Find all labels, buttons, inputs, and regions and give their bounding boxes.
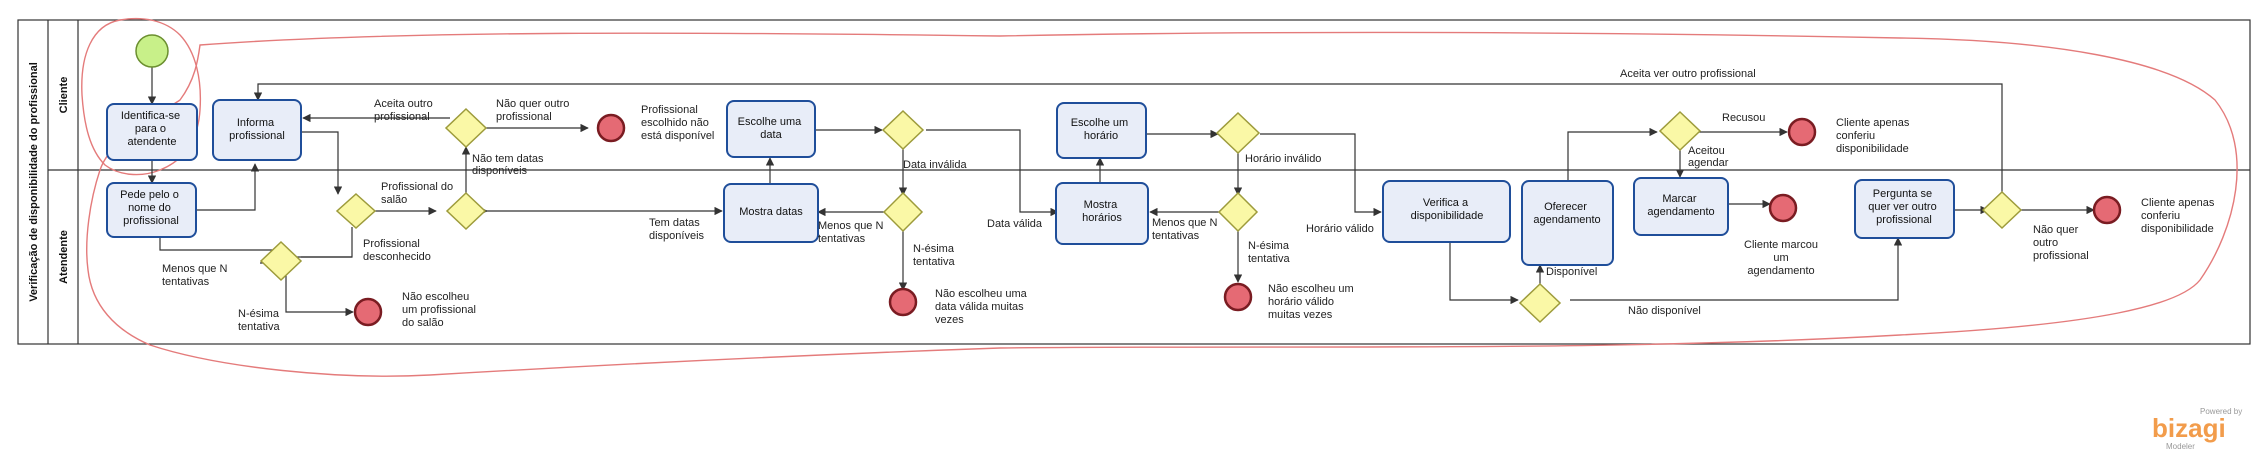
task-escolhe-data: Escolhe uma data <box>726 100 816 158</box>
gateway-outro-profissional <box>1981 190 2023 230</box>
lane-cliente-label: Cliente <box>58 77 70 114</box>
svg-text:Informa profissional: Informa profissional <box>229 117 285 142</box>
gateway-disponivel <box>1518 282 1562 324</box>
svg-text:Identifica-se para o: Identifica-se para o atendente <box>121 110 183 148</box>
label-aceita-ver: Aceita ver outro profissional <box>1620 68 1756 80</box>
lane-atendente-label: Atendente <box>58 230 70 284</box>
svg-text:Verifica a disponibilida: Verifica a disponibilidade <box>1411 197 1484 222</box>
gateway-tentativas-1 <box>259 240 303 282</box>
label-horario-invalido: Horário inválido <box>1245 153 1321 165</box>
svg-text:Escolhe um horário: Escolhe um horário <box>1071 117 1132 142</box>
pool-title: Verificação de disponibilidade do profis… <box>28 62 40 302</box>
svg-text:Mostra horários: Mostra horários <box>1082 199 1122 224</box>
task-verifica-disponibilidade: Verifica a disponibilidade <box>1382 180 1511 243</box>
end-event-conferiu-2 <box>2092 195 2122 225</box>
gateways <box>259 107 2023 324</box>
gateway-nao-quer-outro <box>444 107 488 149</box>
label-nao-disponivel: Não disponível <box>1628 305 1701 317</box>
task-mostra-datas: Mostra datas <box>723 183 819 243</box>
gateway-tentativas-3 <box>1217 191 1259 233</box>
svg-text:Pergunta se quer ver out: Pergunta se quer ver outro profissional <box>1868 188 1940 226</box>
end-event-nao-escolheu-horario <box>1223 282 1253 312</box>
task-identifica: Identifica-se para o atendente <box>106 103 198 161</box>
label-data-valida: Data válida <box>987 218 1043 230</box>
start-event <box>135 34 169 68</box>
svg-text:Pede pelo o nome do: Pede pelo o nome do profissional <box>120 189 182 227</box>
label-disponivel: Disponível <box>1546 266 1597 278</box>
svg-text:Oferecer agendamento: Oferecer agendamento <box>1533 201 1600 226</box>
task-mostra-horarios: Mostra horários <box>1055 182 1149 245</box>
end-event-indisponivel <box>596 113 626 143</box>
gateway-data <box>881 109 925 151</box>
gateway-conhecido <box>445 191 487 231</box>
task-pergunta-outro-profissional: Pergunta se quer ver outro profissional <box>1854 179 1955 239</box>
label-data-invalida: Data inválida <box>903 159 967 171</box>
sequence-flows <box>147 67 2095 317</box>
task-oferecer-agendamento: Oferecer agendamento <box>1521 180 1614 266</box>
svg-text:Mostra datas: Mostra datas <box>739 206 803 218</box>
svg-text:Modeler: Modeler <box>2166 442 2195 451</box>
gateway-tentativas-2 <box>882 191 924 233</box>
end-event-conferiu-1 <box>1787 117 1817 147</box>
end-event-marcou <box>1768 193 1798 223</box>
task-escolhe-horario: Escolhe um horário <box>1056 102 1147 159</box>
label-horario-valido: Horário válido <box>1306 223 1374 235</box>
end-event-nao-escolheu-prof <box>353 297 383 327</box>
end-events <box>353 113 2122 327</box>
gateway-profissional <box>335 192 377 230</box>
svg-text:Marcar agendamento: Marcar agendamento <box>1647 193 1714 218</box>
sketch-annotation <box>81 17 2238 377</box>
gateway-aceitou <box>1658 110 1702 152</box>
svg-text:Escolhe uma data: Escolhe uma data <box>738 116 805 141</box>
label-recusou: Recusou <box>1722 112 1765 124</box>
bizagi-logo: Powered by bizagi Modeler <box>2152 407 2242 451</box>
svg-text:bizagi: bizagi <box>2152 413 2226 443</box>
task-informa-profissional: Informa profissional <box>212 99 302 161</box>
svg-text:Powered by: Powered by <box>2200 407 2242 416</box>
end-event-nao-escolheu-data <box>888 287 918 317</box>
gateway-horario <box>1215 111 1261 155</box>
task-pede-nome: Pede pelo o nome do profissional <box>106 182 197 238</box>
task-marcar-agendamento: Marcar agendamento <box>1633 177 1729 236</box>
